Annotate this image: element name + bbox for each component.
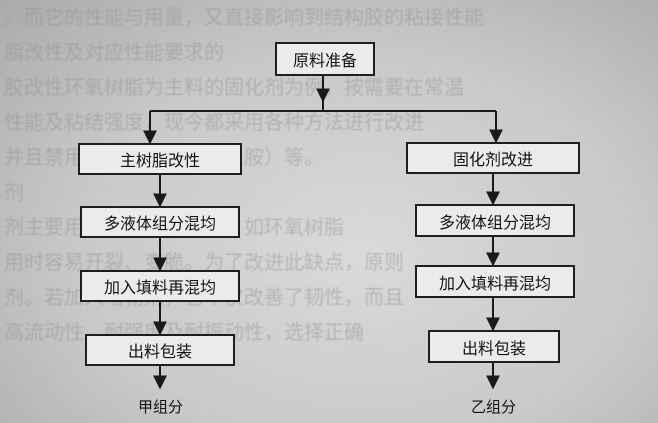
- node-left-step-1: 主树脂改性: [78, 143, 242, 175]
- node-right-step-3: 加入填料再混均: [415, 265, 575, 298]
- node-label: 出料包装: [127, 342, 192, 361]
- node-left-step-2: 多液体组分混均: [80, 206, 240, 238]
- node-label: 多液体组分混均: [438, 212, 551, 232]
- node-left-step-3: 加入填料再混均: [80, 270, 240, 302]
- node-right-step-4: 出料包装: [428, 330, 560, 363]
- node-label: 固化剂改进: [452, 150, 533, 169]
- node-label: 加入填料再混均: [438, 273, 551, 293]
- node-raw-material-prep: 原料准备: [275, 42, 375, 76]
- left-output-label: 甲组分: [138, 398, 184, 416]
- node-left-step-4: 出料包装: [85, 334, 235, 366]
- node-right-step-2: 多液体组分混均: [415, 204, 575, 237]
- node-label: 出料包装: [461, 338, 526, 358]
- node-label: 原料准备: [292, 51, 357, 70]
- node-right-step-1: 固化剂改进: [406, 142, 580, 174]
- node-label: 多液体组分混均: [103, 214, 216, 233]
- right-output-label: 乙组分: [471, 398, 517, 416]
- node-label: 主树脂改性: [119, 151, 200, 170]
- node-label: 加入填料再混均: [103, 278, 216, 297]
